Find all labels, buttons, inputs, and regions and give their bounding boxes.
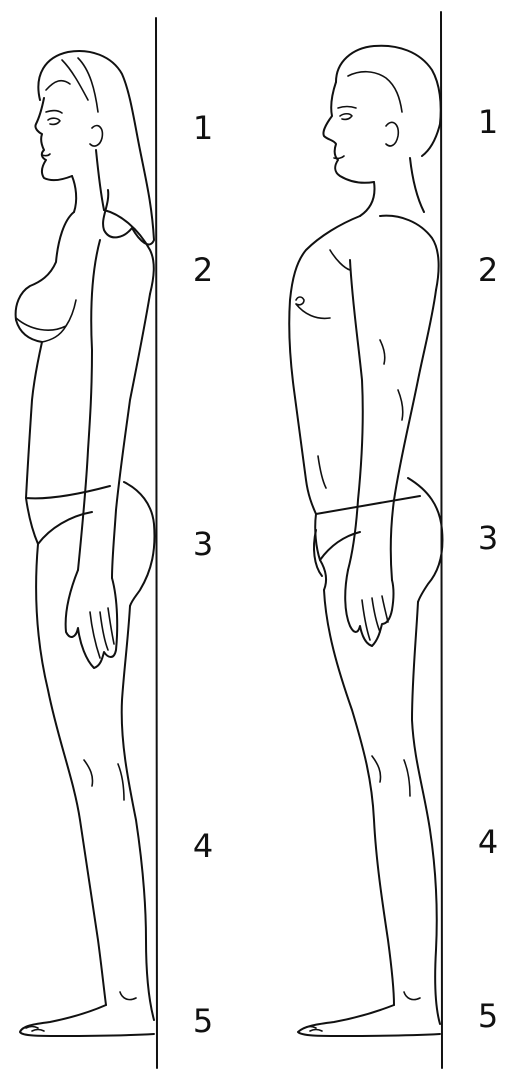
male-hair-line (348, 72, 402, 112)
female-ankle (120, 992, 136, 1000)
plumb-line-left (156, 18, 157, 1068)
male-leg-back (412, 602, 440, 1024)
male-figure (289, 46, 442, 1036)
female-torso-front (16, 212, 74, 498)
female-marker-3: 3 (188, 528, 218, 560)
female-lips (42, 154, 50, 156)
female-fingers (90, 608, 114, 658)
male-fingers (362, 596, 388, 640)
female-underwear (26, 486, 110, 544)
male-elbow (380, 340, 403, 420)
male-neck (360, 158, 424, 216)
male-face (323, 82, 374, 183)
male-foot (298, 1005, 440, 1036)
female-leg-back (122, 606, 154, 1020)
male-marker-4: 4 (473, 826, 503, 858)
male-marker-3: 3 (473, 522, 503, 554)
male-pec (296, 297, 330, 318)
male-shoulder (380, 216, 439, 290)
female-neck (72, 150, 104, 212)
female-arm-front (78, 240, 100, 570)
female-hair-strand (46, 58, 98, 112)
male-underwear (315, 496, 420, 560)
male-hand (345, 570, 393, 646)
female-brow (46, 111, 62, 113)
female-leg-front (36, 544, 106, 1005)
female-knee (84, 760, 124, 800)
female-marker-5: 5 (188, 1005, 218, 1037)
female-hair (38, 51, 154, 244)
female-ear (90, 126, 102, 146)
female-marker-1: 1 (188, 112, 218, 144)
female-buttock (124, 482, 154, 606)
male-eye (340, 114, 352, 120)
male-marker-5: 5 (473, 1000, 503, 1032)
female-marker-4: 4 (188, 830, 218, 862)
female-shoulder (104, 210, 154, 294)
female-eye (48, 118, 60, 124)
female-toes (26, 1027, 44, 1032)
male-arm-back (391, 290, 436, 580)
male-ankle (404, 992, 420, 1000)
male-leg-front (324, 590, 394, 1005)
female-figure (16, 51, 155, 1036)
male-toes (304, 1027, 322, 1032)
female-marker-2: 2 (188, 254, 218, 286)
male-marker-2: 2 (473, 254, 503, 286)
male-arm-front (348, 260, 363, 570)
male-abs (318, 250, 350, 488)
male-hair (336, 46, 441, 156)
female-arm-back (112, 294, 150, 578)
male-marker-1: 1 (473, 106, 503, 138)
male-brow (338, 107, 356, 109)
male-ear (386, 122, 398, 146)
male-knee (372, 756, 410, 796)
female-foot (20, 1005, 154, 1036)
